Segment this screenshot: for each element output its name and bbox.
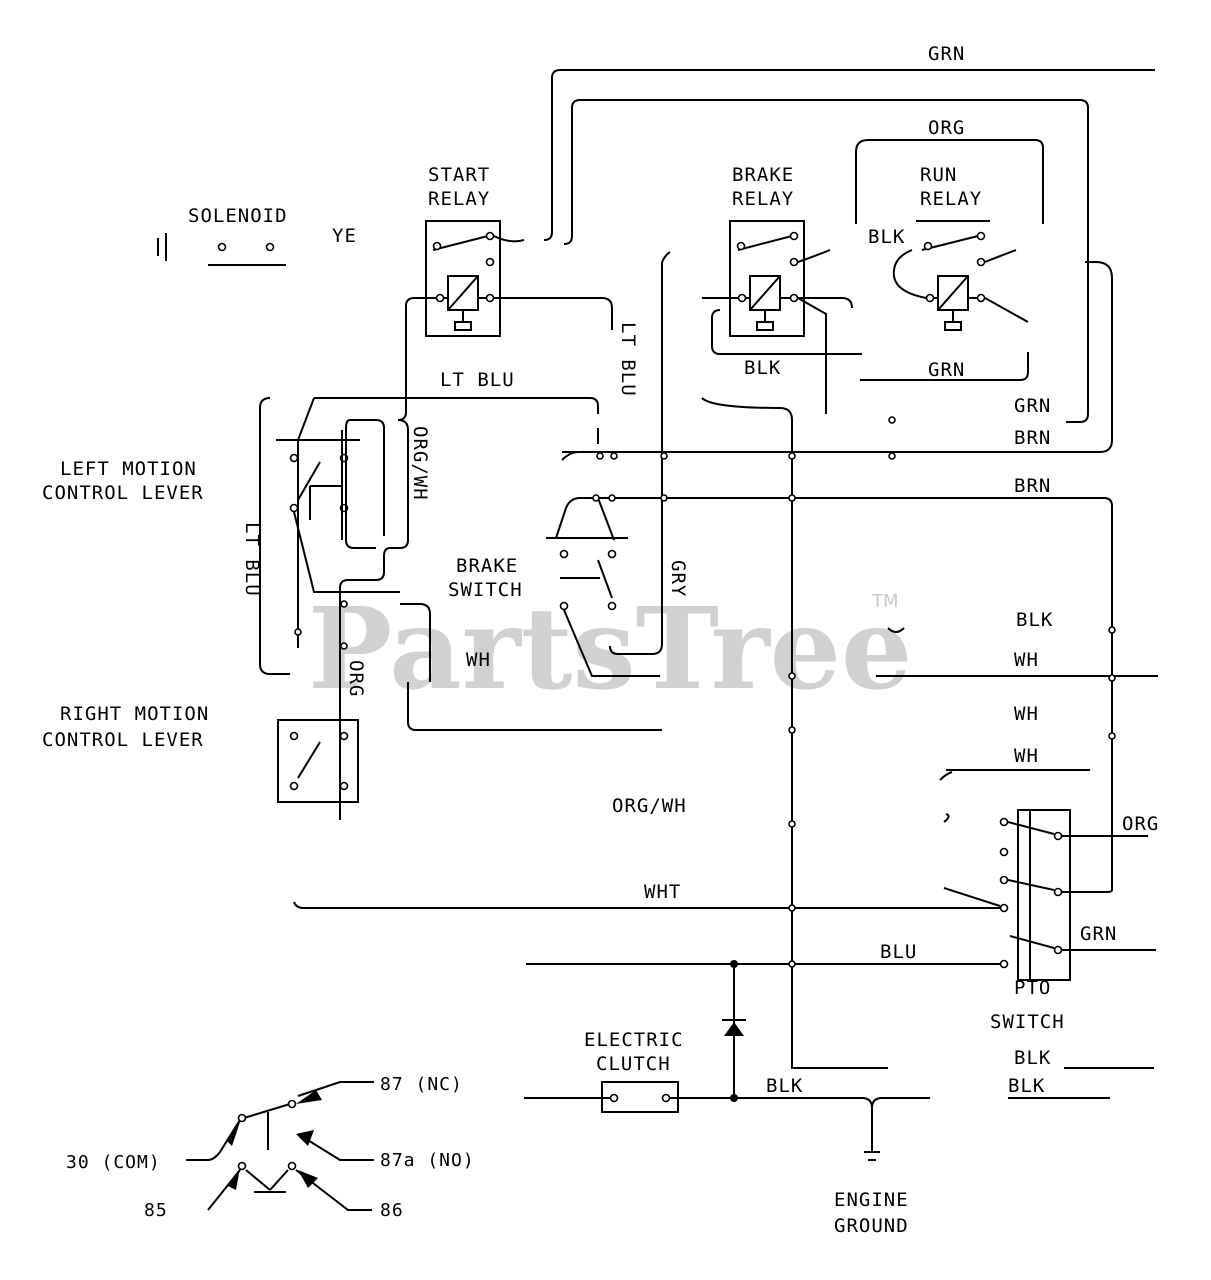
- clutch-label-1: ELECTRIC: [584, 1029, 684, 1051]
- left-lever-label-1: LEFT MOTION: [60, 458, 197, 480]
- grn-pto-label: GRN: [1080, 923, 1117, 945]
- run-relay: RUN RELAY: [860, 164, 1029, 381]
- brake-relay-label-2: RELAY: [732, 188, 794, 210]
- org-wh-vert-label: ORG/WH: [409, 426, 431, 501]
- watermark-trademark: TM: [871, 591, 899, 612]
- wh-1-label: WH: [1014, 649, 1039, 671]
- wh-3-label: WH: [1014, 703, 1039, 725]
- relay-legend: 87 (NC) 30 (COM) 87a (NO) 85 86: [66, 1074, 475, 1221]
- wh-wire-2: [407, 682, 662, 731]
- org-pto-label: ORG: [1122, 813, 1159, 835]
- pto-label-1: PTO: [1014, 977, 1051, 999]
- grn-top-label: GRN: [928, 43, 965, 65]
- brn-1-label: BRN: [1014, 427, 1051, 449]
- pto-label-2: SWITCH: [990, 1011, 1065, 1033]
- start-relay-label-2: RELAY: [428, 188, 490, 210]
- blu-label: BLU: [880, 941, 917, 963]
- lt-blu-top-label: LT BLU: [440, 369, 515, 391]
- blk-right-label: BLK: [1016, 609, 1053, 631]
- blk-bus: [701, 397, 888, 1069]
- blk-bottom-2-label: BLK: [1008, 1075, 1045, 1097]
- engine-ground-label-1: ENGINE: [834, 1189, 909, 1211]
- solenoid: SOLENOID YE: [157, 205, 357, 266]
- wht-label: WHT: [644, 881, 681, 903]
- solenoid-label: SOLENOID: [188, 205, 288, 227]
- blk-run-label: BLK: [868, 226, 905, 248]
- solenoid-mark: YE: [332, 225, 357, 247]
- lt-blu-vert-label: LT BLU: [617, 322, 639, 397]
- grn-run-label: GRN: [928, 359, 965, 381]
- legend-86: 86: [380, 1200, 404, 1221]
- start-relay-label-1: START: [428, 164, 490, 186]
- top-harness-wires: [543, 69, 1155, 453]
- org-top-label: ORG: [928, 117, 965, 139]
- gry-label: GRY: [667, 560, 689, 597]
- wht-wire: [293, 901, 1000, 909]
- diode: [722, 960, 746, 1102]
- start-relay: START RELAY: [397, 164, 613, 421]
- bus-tap-points: [294, 416, 1116, 968]
- blk-clutch-label: BLK: [766, 1075, 803, 1097]
- org-vert-label: ORG: [345, 660, 367, 697]
- legend-85: 85: [144, 1200, 168, 1221]
- brake-switch: BRAKE SWITCH GRY BRN BRN: [448, 262, 1113, 893]
- run-relay-label-2: RELAY: [920, 188, 982, 210]
- right-lever-label-2: CONTROL LEVER: [42, 729, 204, 751]
- right-motion-control-lever: RIGHT MOTION CONTROL LEVER: [42, 703, 359, 803]
- brake-relay: BRAKE RELAY BLK: [661, 164, 862, 414]
- blk-brake-label: BLK: [744, 357, 781, 379]
- blk-bottom-1-label: BLK: [1014, 1047, 1051, 1069]
- legend-30-com: 30 (COM): [66, 1152, 161, 1173]
- legend-87-nc: 87 (NC): [380, 1074, 463, 1095]
- wh-2-label: WH: [466, 649, 491, 671]
- lt-blu-left-label: LT BLU: [241, 522, 263, 597]
- right-lever-label-1: RIGHT MOTION: [60, 703, 209, 725]
- brn-2-label: BRN: [1014, 475, 1051, 497]
- clutch-label-2: CLUTCH: [596, 1053, 671, 1075]
- run-relay-label-1: RUN: [920, 164, 957, 186]
- blk-right-wire: [887, 627, 905, 633]
- brake-switch-label-1: BRAKE: [456, 555, 518, 577]
- org-wh-label: ORG/WH: [612, 795, 687, 817]
- engine-ground-label-2: GROUND: [834, 1215, 909, 1237]
- left-lever-label-2: CONTROL LEVER: [42, 482, 204, 504]
- grn-right-label: GRN: [1014, 395, 1051, 417]
- brake-switch-label-2: SWITCH: [448, 579, 523, 601]
- brake-relay-label-1: BRAKE: [732, 164, 794, 186]
- electric-clutch: ELECTRIC CLUTCH BLK: [524, 1029, 930, 1161]
- left-motion-control-lever: LEFT MOTION CONTROL LEVER LT BLU: [42, 397, 599, 820]
- wh-4-label: WH: [1014, 745, 1039, 767]
- engine-ground: ENGINE GROUND: [834, 1189, 909, 1237]
- legend-87a-no: 87a (NO): [380, 1150, 475, 1171]
- pto-switch: PTO SWITCH ORG GRN: [939, 771, 1159, 1033]
